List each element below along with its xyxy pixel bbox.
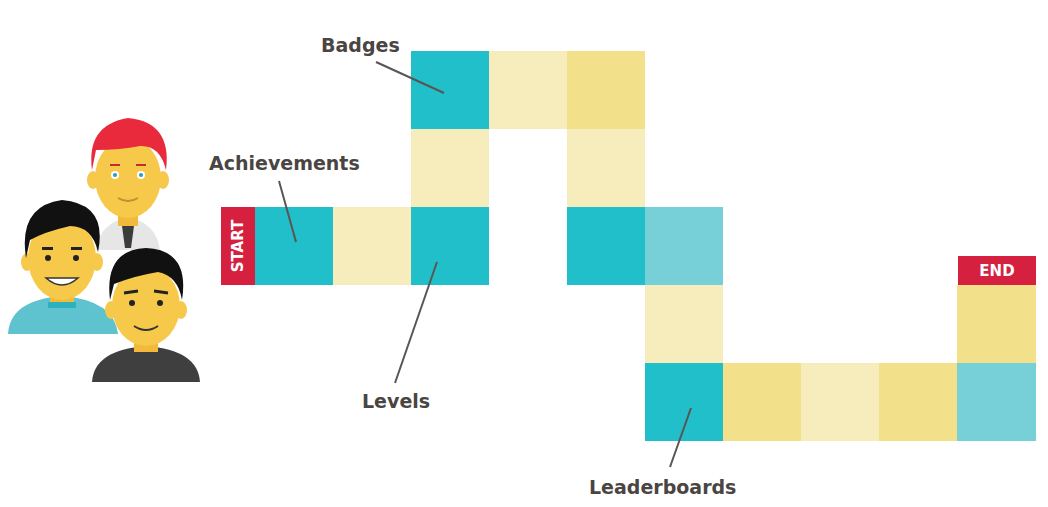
start-tab: START bbox=[221, 207, 255, 285]
tab-label: START bbox=[231, 220, 246, 273]
callout-label: Achievements bbox=[206, 152, 363, 175]
callout-label: Leaderboards bbox=[586, 476, 739, 499]
tab-label: END bbox=[979, 263, 1014, 278]
callout-label: Levels bbox=[359, 390, 433, 413]
callout-label: Badges bbox=[318, 34, 403, 57]
end-tab: END bbox=[958, 256, 1036, 285]
